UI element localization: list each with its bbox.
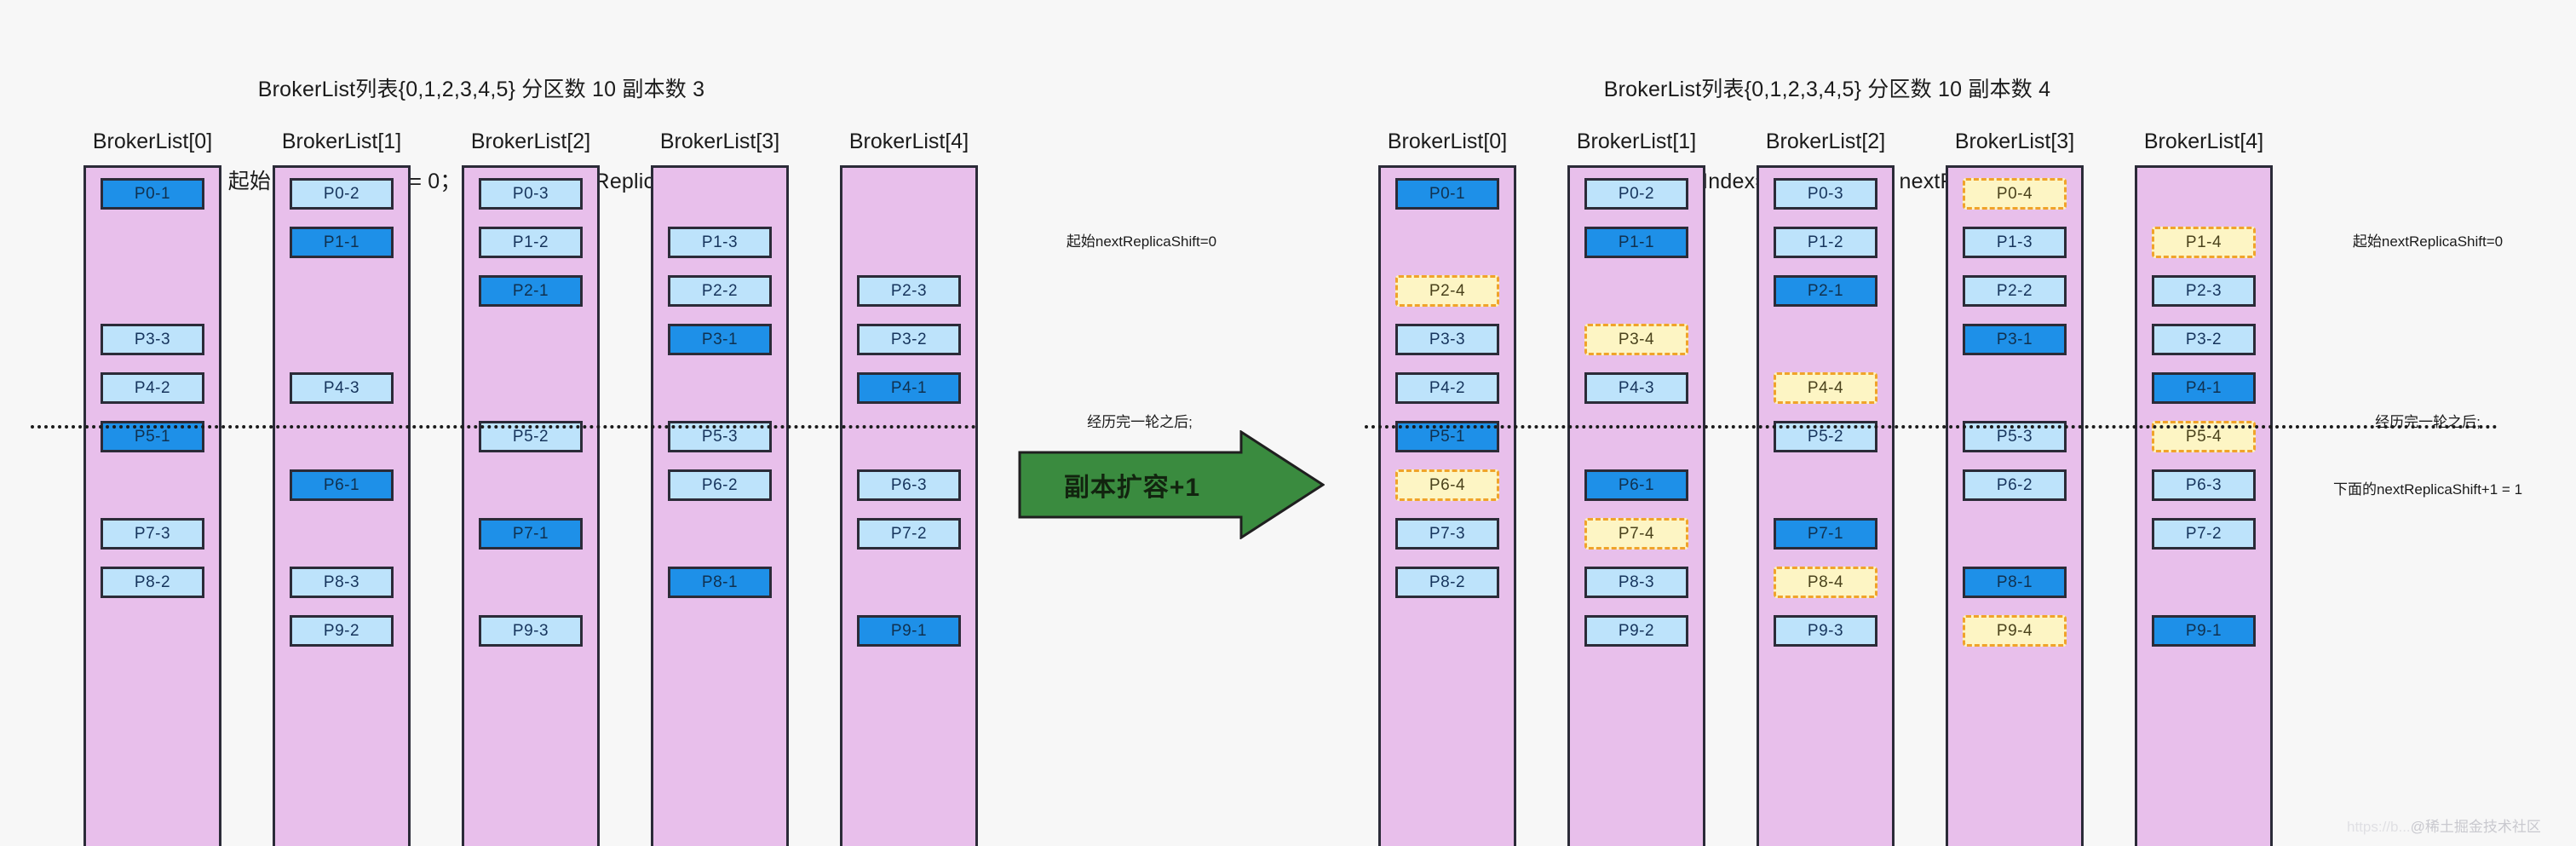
right-partition-cell[interactable]: P0-1 <box>1395 178 1499 210</box>
right-broker-label-1: BrokerList[1] <box>1576 129 1697 153</box>
left-broker-label-2: BrokerList[2] <box>470 129 591 153</box>
right-partition-cell[interactable]: P3-2 <box>2152 324 2256 355</box>
arrow-shape-icon <box>1018 430 1325 539</box>
right-note-round-complete: 经历完一轮之后; 下面的nextReplicaShift+1 = 1 <box>2332 413 2523 498</box>
right-note-next-replica-shift: 起始nextReplicaShift=0 <box>2352 233 2504 250</box>
right-partition-cell[interactable]: P2-1 <box>1774 275 1877 307</box>
left-partition-cell[interactable]: P7-2 <box>857 518 961 550</box>
right-partition-cell[interactable]: P4-4 <box>1774 372 1877 404</box>
left-partition-cell[interactable]: P3-2 <box>857 324 961 355</box>
right-partition-cell[interactable]: P1-1 <box>1584 227 1688 258</box>
left-partition-cell[interactable]: P2-3 <box>857 275 961 307</box>
left-partition-cell[interactable]: P8-3 <box>290 567 394 598</box>
right-partition-cell[interactable]: P4-3 <box>1584 372 1688 404</box>
replica-expand-arrow: 副本扩容+1 <box>1018 430 1325 539</box>
left-partition-cell[interactable]: P1-1 <box>290 227 394 258</box>
right-partition-cell[interactable]: P6-3 <box>2152 469 2256 501</box>
right-partition-cell[interactable]: P7-4 <box>1584 518 1688 550</box>
left-partition-cell[interactable]: P3-1 <box>668 324 772 355</box>
left-partition-cell[interactable]: P6-1 <box>290 469 394 501</box>
left-partition-cell[interactable]: P9-1 <box>857 615 961 647</box>
right-partition-cell[interactable]: P7-3 <box>1395 518 1499 550</box>
watermark: https://b...@稀土掘金技术社区 <box>2347 814 2541 836</box>
right-partition-cell[interactable]: P1-3 <box>1963 227 2067 258</box>
watermark-url: https://b... <box>2347 819 2411 835</box>
right-partition-cell[interactable]: P6-1 <box>1584 469 1688 501</box>
left-note-next-replica-shift: 起始nextReplicaShift=0 <box>1066 233 1217 250</box>
right-partition-cell[interactable]: P6-4 <box>1395 469 1499 501</box>
left-partition-cell[interactable]: P7-3 <box>101 518 204 550</box>
right-partition-cell[interactable]: P2-2 <box>1963 275 2067 307</box>
right-broker-label-2: BrokerList[2] <box>1765 129 1886 153</box>
right-partition-cell[interactable]: P3-1 <box>1963 324 2067 355</box>
right-broker-label-0: BrokerList[0] <box>1387 129 1508 153</box>
right-partition-cell[interactable]: P3-4 <box>1584 324 1688 355</box>
right-partition-cell[interactable]: P0-3 <box>1774 178 1877 210</box>
left-partition-cell[interactable]: P6-2 <box>668 469 772 501</box>
right-title-line-1: BrokerList列表{0,1,2,3,4,5} 分区数 10 副本数 4 <box>1603 77 2051 101</box>
right-partition-cell[interactable]: P6-2 <box>1963 469 2067 501</box>
left-partition-cell[interactable]: P7-1 <box>479 518 583 550</box>
right-broker-label-4: BrokerList[4] <box>2143 129 2264 153</box>
left-partition-cell[interactable]: P2-1 <box>479 275 583 307</box>
left-partition-cell[interactable]: P8-2 <box>101 567 204 598</box>
right-partition-cell[interactable]: P2-4 <box>1395 275 1499 307</box>
right-partition-cell[interactable]: P8-1 <box>1963 567 2067 598</box>
right-partition-cell[interactable]: P4-2 <box>1395 372 1499 404</box>
right-partition-cell[interactable]: P8-4 <box>1774 567 1877 598</box>
left-partition-cell[interactable]: P1-3 <box>668 227 772 258</box>
right-partition-cell[interactable]: P7-1 <box>1774 518 1877 550</box>
left-broker-label-4: BrokerList[4] <box>848 129 969 153</box>
right-partition-cell[interactable]: P0-4 <box>1963 178 2067 210</box>
left-partition-cell[interactable]: P6-3 <box>857 469 961 501</box>
right-partition-cell[interactable]: P8-2 <box>1395 567 1499 598</box>
left-broker-label-0: BrokerList[0] <box>92 129 213 153</box>
left-partition-cell[interactable]: P2-2 <box>668 275 772 307</box>
left-partition-cell[interactable]: P3-3 <box>101 324 204 355</box>
left-partition-cell[interactable]: P9-2 <box>290 615 394 647</box>
right-partition-cell[interactable]: P3-3 <box>1395 324 1499 355</box>
left-round-divider <box>31 425 976 429</box>
right-partition-cell[interactable]: P9-4 <box>1963 615 2067 647</box>
right-partition-cell[interactable]: P9-3 <box>1774 615 1877 647</box>
left-title-line-1: BrokerList列表{0,1,2,3,4,5} 分区数 10 副本数 3 <box>257 77 705 101</box>
right-partition-cell[interactable]: P2-3 <box>2152 275 2256 307</box>
left-partition-cell[interactable]: P0-1 <box>101 178 204 210</box>
left-partition-cell[interactable]: P0-3 <box>479 178 583 210</box>
left-partition-cell[interactable]: P4-1 <box>857 372 961 404</box>
right-partition-cell[interactable]: P1-2 <box>1774 227 1877 258</box>
left-broker-label-1: BrokerList[1] <box>281 129 402 153</box>
left-partition-cell[interactable]: P0-2 <box>290 178 394 210</box>
left-broker-label-3: BrokerList[3] <box>659 129 780 153</box>
right-partition-cell[interactable]: P7-2 <box>2152 518 2256 550</box>
right-partition-cell[interactable]: P0-2 <box>1584 178 1688 210</box>
left-partition-cell[interactable]: P1-2 <box>479 227 583 258</box>
right-broker-label-3: BrokerList[3] <box>1954 129 2075 153</box>
watermark-text: @稀土掘金技术社区 <box>2410 819 2541 835</box>
right-partition-cell[interactable]: P4-1 <box>2152 372 2256 404</box>
right-partition-cell[interactable]: P8-3 <box>1584 567 1688 598</box>
left-partition-cell[interactable]: P4-2 <box>101 372 204 404</box>
right-round-divider <box>1365 425 2498 429</box>
left-partition-cell[interactable]: P8-1 <box>668 567 772 598</box>
right-partition-cell[interactable]: P1-4 <box>2152 227 2256 258</box>
right-partition-cell[interactable]: P9-1 <box>2152 615 2256 647</box>
left-partition-cell[interactable]: P4-3 <box>290 372 394 404</box>
right-partition-cell[interactable]: P9-2 <box>1584 615 1688 647</box>
left-partition-cell[interactable]: P9-3 <box>479 615 583 647</box>
